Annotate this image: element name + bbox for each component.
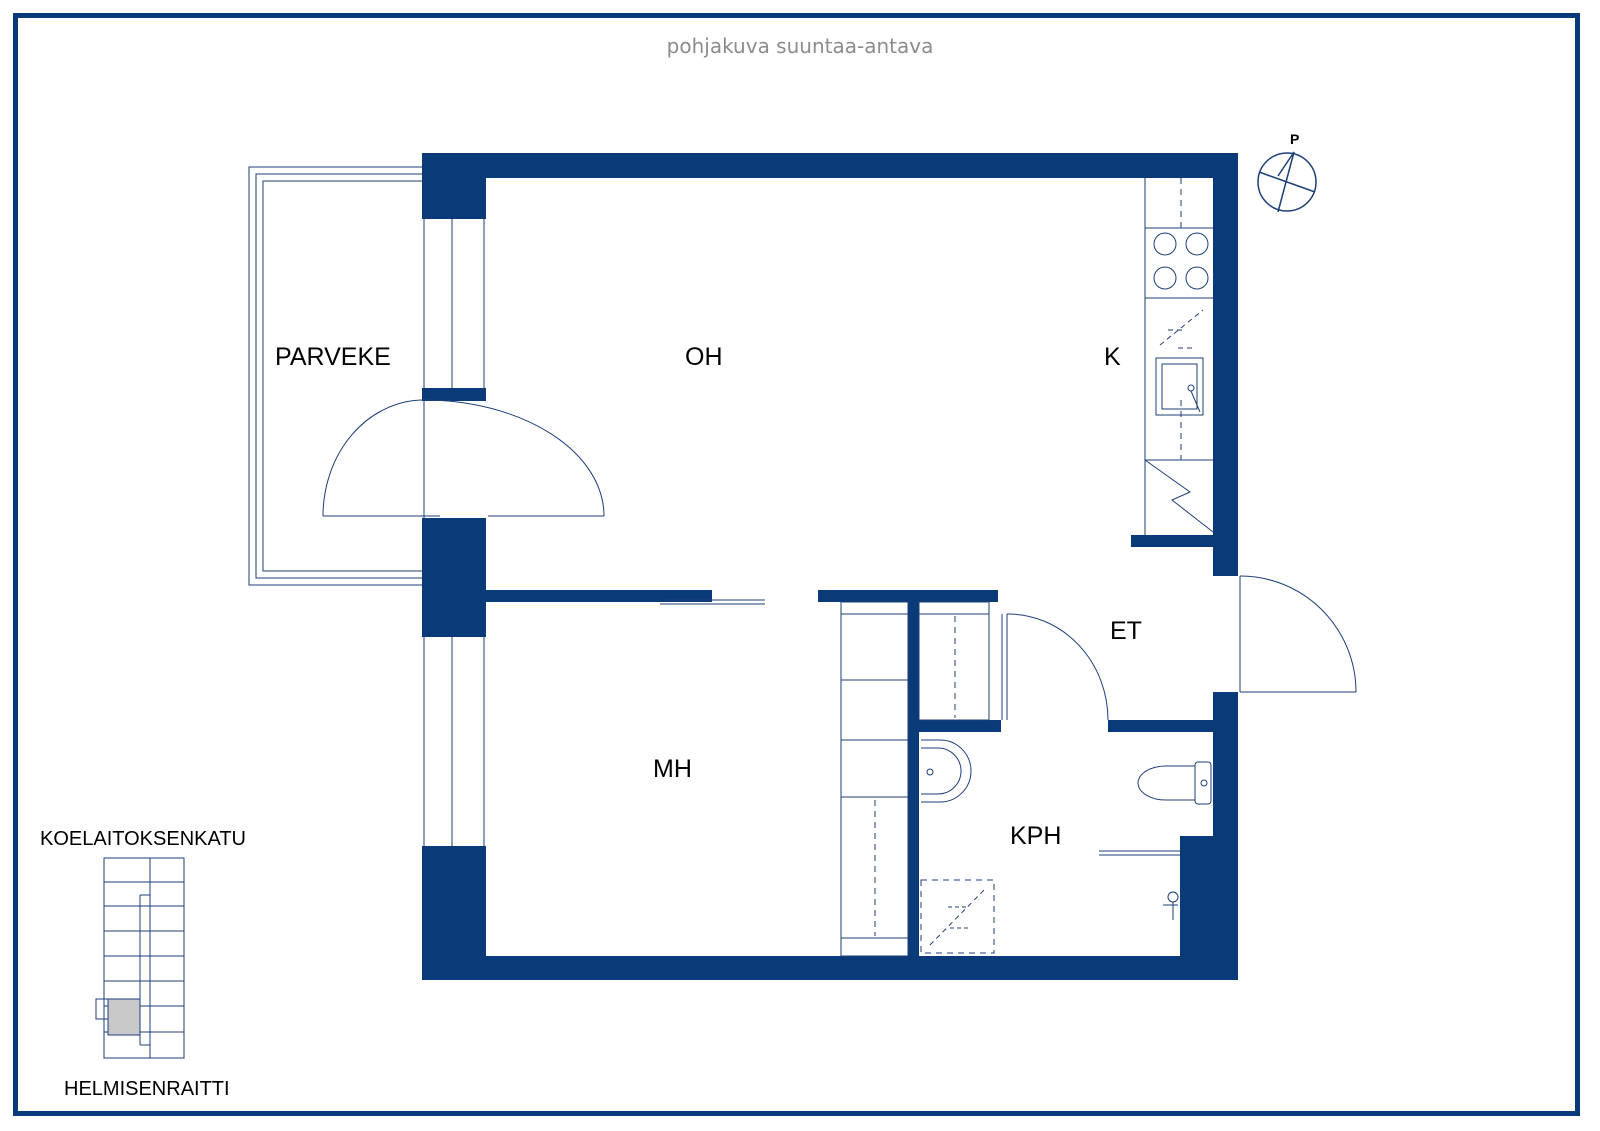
- kitchen-counter: [1144, 178, 1213, 535]
- room-label-oh: OH: [685, 343, 723, 371]
- header-note: pohjakuva suuntaa-antava: [666, 34, 934, 58]
- north-arrow-icon: [1257, 151, 1317, 213]
- room-label-et: ET: [1110, 617, 1142, 645]
- washbasin-icon: [921, 739, 972, 803]
- page-frame: [13, 13, 1580, 1116]
- room-label-kph: KPH: [1010, 822, 1062, 850]
- balcony: [248, 166, 425, 586]
- walls: [422, 153, 1238, 980]
- doors: [322, 399, 1357, 721]
- compass-north-label: P: [1290, 131, 1300, 147]
- window-frames: [423, 219, 485, 846]
- wardrobes: [840, 601, 990, 957]
- shower-icon: [920, 850, 1180, 954]
- dishwasher-icon: [1159, 309, 1204, 349]
- room-label-parveke: PARVEKE: [275, 343, 391, 371]
- street-label-top: KOELAITOKSENKATU: [40, 828, 246, 850]
- street-label-bottom: HELMISENRAITTI: [64, 1078, 230, 1100]
- room-label-mh: MH: [653, 755, 692, 783]
- room-label-k: K: [1104, 343, 1121, 371]
- stove-icon: [1153, 232, 1209, 290]
- toilet-icon: [1137, 761, 1212, 805]
- sink-icon: [1155, 357, 1204, 416]
- fridge-icon: [1144, 459, 1214, 533]
- location-map: [95, 857, 185, 1059]
